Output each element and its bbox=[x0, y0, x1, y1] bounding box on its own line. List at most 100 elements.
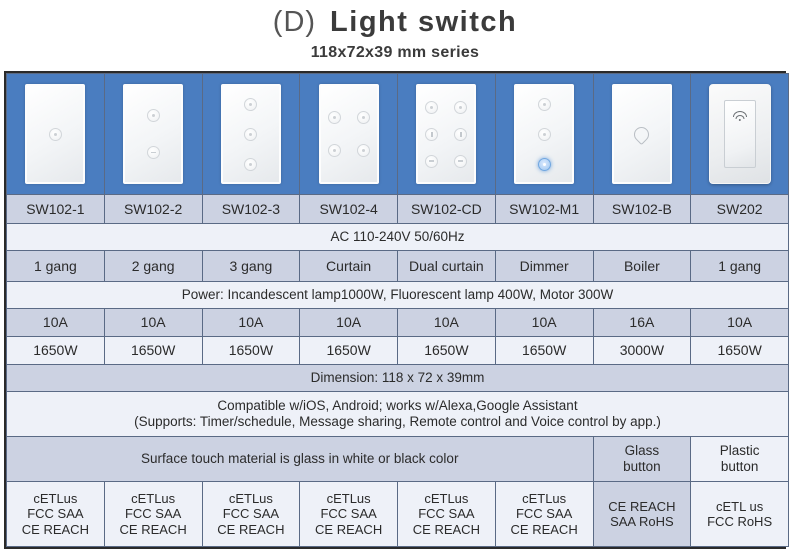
cert-line-2: FCC SAA bbox=[418, 506, 475, 522]
cert-line-2: FCC SAA bbox=[515, 506, 573, 522]
certification-cell: cETLus FCC SAA CE REACH bbox=[6, 481, 105, 547]
touch-dot bbox=[327, 144, 341, 157]
curtain-stop-dot bbox=[425, 127, 439, 141]
wattage-cell: 3000W bbox=[592, 336, 692, 365]
certification-cell: cETLus FCC SAA CE REACH bbox=[494, 481, 594, 547]
cert-line-2: SAA RoHS bbox=[610, 514, 674, 529]
dimension-cell: Dimension: 118 x 72 x 39mm bbox=[6, 364, 789, 392]
cert-line-2: FCC SAA bbox=[27, 506, 84, 522]
gang-cell: 1 gang bbox=[690, 250, 789, 282]
curtain-up-dot bbox=[454, 100, 468, 114]
cert-line-3: CE REACH bbox=[119, 521, 187, 537]
cert-line-1: cETLus bbox=[424, 491, 469, 506]
touch-panel-4-button-icon bbox=[318, 84, 379, 184]
series-label: (D) bbox=[272, 6, 317, 38]
gang-cell: Dimmer bbox=[494, 250, 594, 282]
curtain-stop-dot bbox=[454, 127, 468, 141]
cert-line-1: cETLus bbox=[326, 491, 371, 506]
power-note-cell: Power: Incandescent lamp1000W, Fluoresce… bbox=[6, 281, 789, 309]
certification-cell: CE REACH SAA RoHS bbox=[592, 481, 692, 547]
cert-line-1: cETL us bbox=[716, 498, 764, 514]
cert-line-1: CE REACH bbox=[608, 498, 676, 514]
wattage-cell: 1650W bbox=[201, 336, 301, 365]
cert-line-2: FCC RoHS bbox=[707, 514, 773, 529]
spec-table: SW102-1 SW102-2 SW102-3 SW102-4 SW102-CD… bbox=[6, 73, 789, 547]
product-image-cell bbox=[690, 73, 789, 195]
page-title: Light switch bbox=[330, 6, 518, 38]
touch-dot bbox=[146, 146, 160, 159]
touch-dot bbox=[537, 97, 551, 111]
power-note-row: Power: Incandescent lamp1000W, Fluoresce… bbox=[6, 281, 789, 309]
model-cell: SW202 bbox=[690, 194, 789, 224]
model-cell: SW102-CD bbox=[397, 194, 496, 224]
gang-cell: 1 gang bbox=[6, 250, 105, 282]
model-cell: SW102-B bbox=[592, 194, 692, 224]
compatibility-cell: Compatible w/iOS, Android; works w/Alexa… bbox=[6, 391, 789, 437]
touch-dot bbox=[146, 109, 160, 122]
gang-cell: 3 gang bbox=[201, 250, 301, 282]
cert-line-3: CE REACH bbox=[315, 521, 383, 537]
cert-line-2: FCC SAA bbox=[124, 506, 182, 522]
gang-cell: Dual curtain bbox=[397, 250, 496, 282]
wattage-cell: 1650W bbox=[494, 336, 594, 365]
current-cell: 10A bbox=[494, 308, 594, 337]
certification-row: cETLus FCC SAA CE REACH cETLus FCC SAA C… bbox=[6, 481, 789, 547]
compatibility-row: Compatible w/iOS, Android; works w/Alexa… bbox=[6, 391, 789, 437]
title-line: (D) Light switch bbox=[0, 6, 790, 39]
compatibility-line-1: Compatible w/iOS, Android; works w/Alexa… bbox=[217, 398, 578, 414]
current-cell: 10A bbox=[299, 308, 398, 337]
cert-line-3: CE REACH bbox=[21, 521, 89, 537]
current-row: 10A 10A 10A 10A 10A 10A 16A 10A bbox=[6, 308, 789, 337]
touch-dot bbox=[356, 111, 370, 124]
product-image-cell bbox=[6, 73, 105, 195]
cert-line-1: cETLus bbox=[228, 491, 273, 506]
curtain-down-dot bbox=[454, 154, 468, 168]
touch-panel-2-button-icon bbox=[123, 84, 184, 184]
wattage-row: 1650W 1650W 1650W 1650W 1650W 1650W 3000… bbox=[6, 336, 789, 365]
touch-dot bbox=[537, 127, 551, 141]
current-cell: 10A bbox=[397, 308, 496, 337]
curtain-up-dot bbox=[425, 100, 439, 114]
product-image-row bbox=[6, 73, 789, 195]
product-image-cell bbox=[103, 73, 203, 195]
touch-dot bbox=[244, 97, 258, 111]
page-subtitle: 118x72x39 mm series bbox=[310, 44, 480, 61]
model-cell: SW102-M1 bbox=[494, 194, 594, 224]
current-cell: 10A bbox=[6, 308, 105, 337]
dimension-row: Dimension: 118 x 72 x 39mm bbox=[6, 364, 789, 392]
model-cell: SW102-1 bbox=[6, 194, 105, 224]
certification-cell: cETLus FCC SAA CE REACH bbox=[103, 481, 203, 547]
model-cell: SW102-4 bbox=[299, 194, 398, 224]
touch-panel-boiler-drop-icon bbox=[611, 84, 672, 184]
cert-line-1: cETLus bbox=[131, 491, 176, 506]
glass-button-line-1: Glass bbox=[624, 443, 660, 459]
cert-line-2: FCC SAA bbox=[222, 506, 280, 522]
touch-panel-3-button-dimmer-icon bbox=[514, 84, 575, 184]
plastic-button-cell: Plastic button bbox=[690, 436, 789, 482]
gang-cell: Boiler bbox=[592, 250, 692, 282]
product-image-cell bbox=[397, 73, 496, 195]
touch-dot-lit bbox=[537, 157, 551, 171]
certification-cell: cETLus FCC SAA CE REACH bbox=[201, 481, 301, 547]
wattage-cell: 1650W bbox=[6, 336, 105, 365]
water-drop-icon bbox=[631, 123, 653, 145]
current-cell: 10A bbox=[690, 308, 789, 337]
current-cell: 10A bbox=[201, 308, 301, 337]
touch-dot bbox=[327, 111, 341, 124]
wattage-cell: 1650W bbox=[103, 336, 203, 365]
spec-table-container: SW102-1 SW102-2 SW102-3 SW102-4 SW102-CD… bbox=[4, 71, 789, 549]
surface-material-row: Surface touch material is glass in white… bbox=[6, 436, 789, 482]
wifi-icon bbox=[732, 111, 747, 122]
wattage-cell: 1650W bbox=[690, 336, 789, 365]
product-image-cell bbox=[201, 73, 301, 195]
gang-row: 1 gang 2 gang 3 gang Curtain Dual curtai… bbox=[6, 250, 789, 282]
compatibility-line-2: (Supports: Timer/schedule, Message shari… bbox=[134, 414, 661, 429]
gang-cell: 2 gang bbox=[103, 250, 203, 282]
current-cell: 10A bbox=[103, 308, 203, 337]
touch-panel-6-button-curtain-icon bbox=[416, 84, 477, 184]
product-image-cell bbox=[592, 73, 692, 195]
certification-cell: cETLus FCC SAA CE REACH bbox=[397, 481, 496, 547]
product-image-cell bbox=[494, 73, 594, 195]
glass-button-cell: Glass button bbox=[592, 436, 692, 482]
curtain-down-dot bbox=[425, 154, 439, 168]
